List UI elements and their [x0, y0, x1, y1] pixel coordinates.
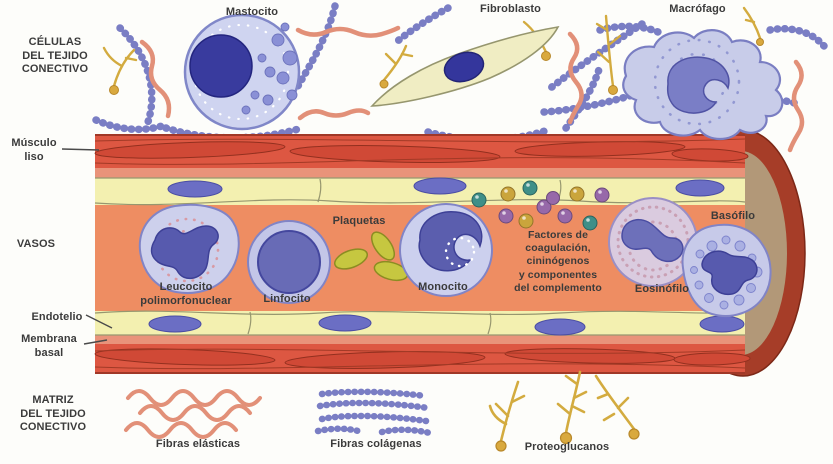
linfocito-cell: [247, 220, 331, 304]
plaquetas-group: [334, 231, 409, 282]
label-linfocito: Linfocito: [263, 293, 311, 305]
label-factores: Factores de coagulación, cininógenos y c…: [514, 229, 602, 294]
vessel-blood-cells: [138, 180, 772, 317]
label-fibras-elasticas: Fibras elásticas: [155, 438, 241, 450]
pointer-lines: [61, 148, 113, 345]
label-monocito: Monocito: [418, 281, 468, 293]
macrofago-cell: [622, 29, 784, 141]
section-label-celulas: CÉLULAS DEL TEJIDO CONECTIVO: [21, 36, 89, 75]
membrana-basal-pointer: [83, 339, 108, 345]
section-label-matriz: MATRIZ DEL TEJIDO CONECTIVO: [19, 394, 87, 433]
smooth-muscle-spindles: [94, 141, 751, 369]
basal-membrane-bottom: [95, 335, 745, 344]
endotelio-pointer: [85, 314, 113, 329]
basofilo-cell: [681, 223, 772, 317]
label-musculo-liso: Músculo liso: [11, 137, 57, 163]
label-membrana-basal: Membrana basal: [21, 333, 77, 359]
elastic-fiber-strands: [139, 25, 805, 153]
label-mastocito: Mastocito: [225, 6, 279, 18]
connective-tissue-cells: [183, 13, 784, 141]
label-fibras-colagenas: Fibras colágenas: [330, 438, 422, 450]
label-eosinofilo: Eosinófilo: [634, 283, 690, 295]
label-fibroblasto: Fibroblasto: [480, 3, 541, 15]
label-basofilo: Basófilo: [710, 210, 756, 222]
endothelial-nuclei: [148, 177, 745, 336]
monocito-cell: [399, 203, 493, 297]
basal-membrane-top: [95, 168, 745, 178]
matrix-samples: [124, 370, 640, 452]
fibroblasto-cell: [370, 25, 560, 107]
label-endotelio: Endotelio: [31, 311, 83, 323]
musculo-liso-pointer: [61, 148, 100, 151]
section-label-vasos: VASOS: [16, 238, 56, 250]
label-plaquetas: Plaquetas: [332, 215, 386, 227]
endothelium-bottom: [95, 311, 745, 335]
leucocito-polimorfonuclear-cell: [138, 203, 240, 294]
label-leucocito: Leucocito polimorfonuclear: [140, 281, 232, 307]
label-macrofago: Macrófago: [669, 3, 726, 15]
elastic-fibers-sample: [124, 389, 262, 439]
muscle-striation-lines: [94, 134, 746, 374]
label-proteoglucanos: Proteoglucanos: [524, 441, 610, 453]
collagen-fibers-sample: [314, 388, 434, 437]
proteoglycans-sample: [488, 370, 640, 452]
mastocito-cell: [183, 13, 301, 131]
factores-spheres: [471, 180, 610, 231]
